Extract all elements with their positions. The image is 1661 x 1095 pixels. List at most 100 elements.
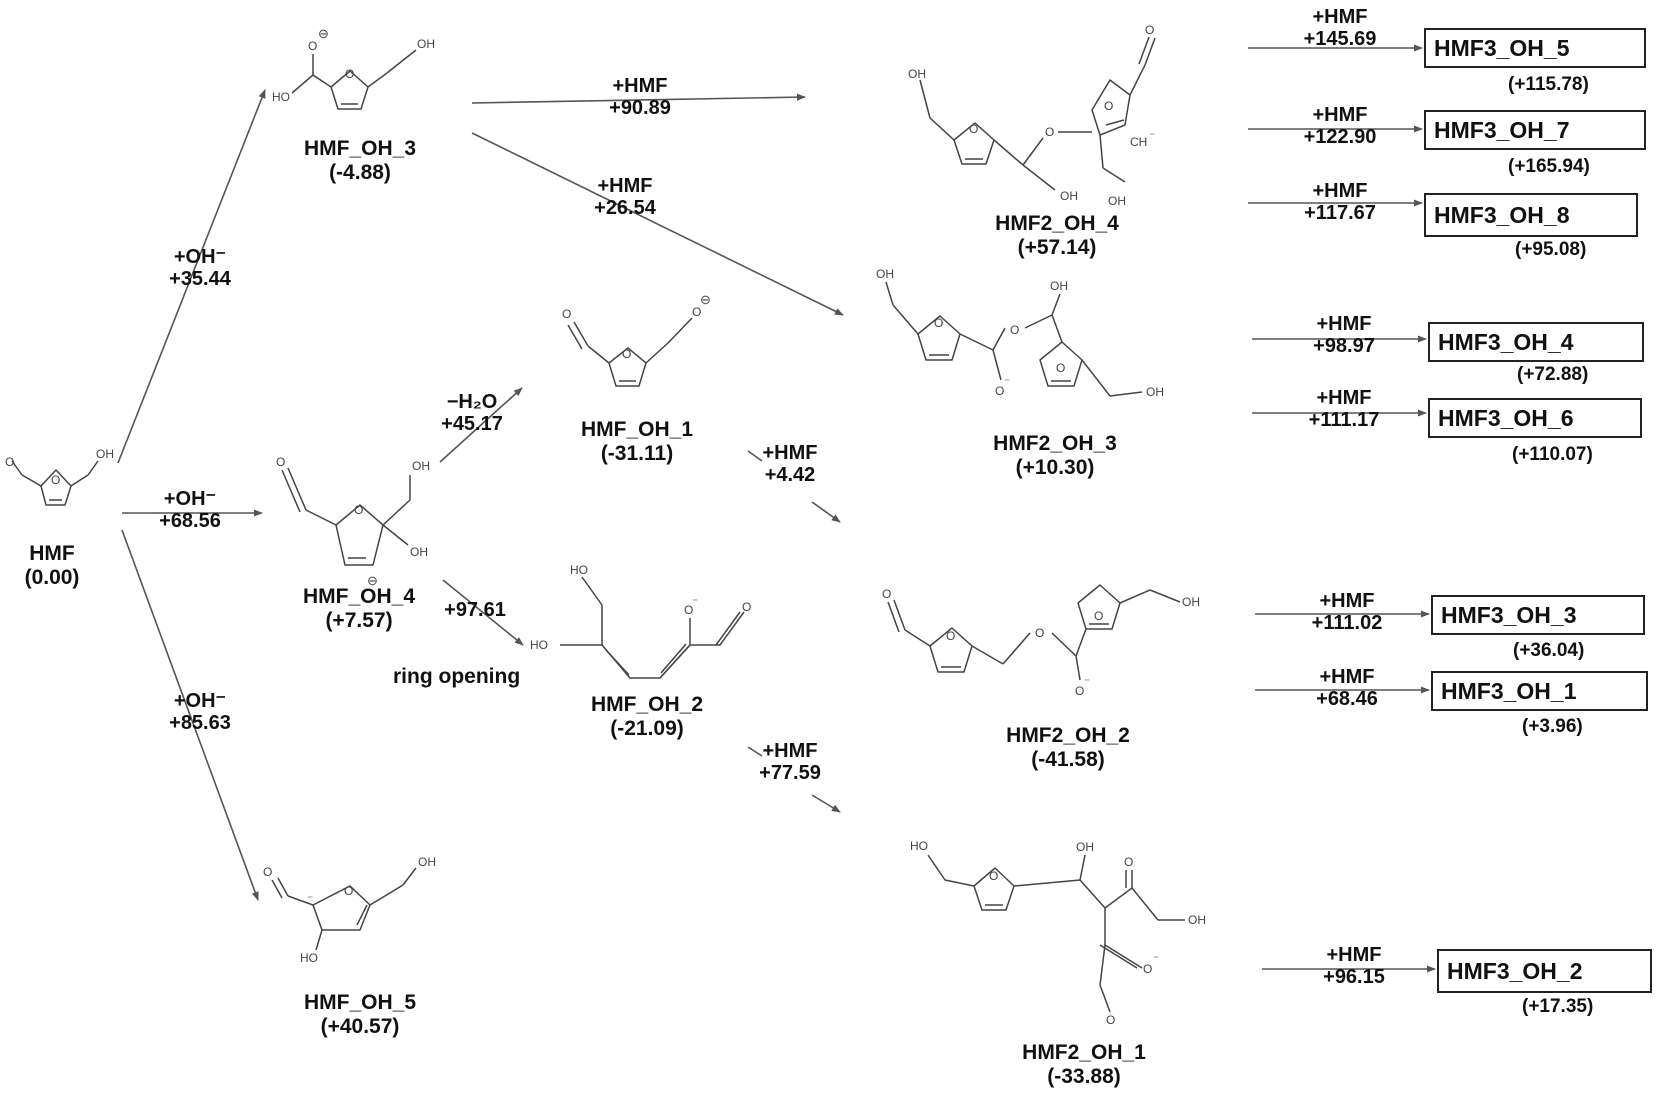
product-energy-2: (+165.94) [1508, 156, 1590, 177]
species-name: HMF_OH_4 [302, 585, 416, 608]
reaction-reagent: +HMF [1316, 313, 1372, 335]
product-energy-3: (+95.08) [1515, 239, 1587, 260]
product-energy-8: (+17.35) [1522, 996, 1594, 1017]
label-hmf2-oh-2: HMF2_OH_2 (-41.58) [1006, 724, 1130, 771]
reaction-energy: +117.67 [1304, 202, 1376, 225]
atom-oh: OH [417, 37, 435, 51]
molecule-hmf2-oh-3 [885, 281, 1143, 397]
reaction-reagent: +OH⁻ [173, 690, 227, 712]
arrow-oh3-to-2oh4 [471, 93, 806, 104]
atom-o: O [344, 884, 353, 898]
atom-ho: HO [272, 90, 290, 104]
label-hmf-oh-2: HMF_OH_2 (-21.09) [591, 693, 703, 740]
atom-o: O [345, 67, 354, 81]
species-name: HMF_OH_3 [303, 137, 417, 160]
reaction-hmf-to-oh3: +OH⁻ +35.44 [169, 246, 231, 291]
molecule-structures [11, 36, 1185, 1013]
reaction-energy: +111.02 [1311, 612, 1383, 635]
product-6-reaction: +HMF +111.02 [1312, 590, 1383, 635]
product-box-3: HMF3_OH_8 [1424, 193, 1638, 237]
reaction-hmf-to-oh4: +OH⁻ +68.56 [159, 488, 221, 533]
reaction-arrows [117, 44, 1436, 973]
reaction-energy: +145.69 [1303, 28, 1377, 51]
product-energy-5: (+110.07) [1512, 444, 1593, 465]
reaction-reagent: +HMF [1312, 180, 1368, 202]
species-energy: (+57.14) [1017, 235, 1097, 259]
reaction-oh2-to-2oh1: +HMF +77.59 [759, 740, 821, 785]
atom-o: O [989, 869, 998, 883]
molecule-hmf [11, 460, 99, 506]
molecule-hmf-oh-4 [281, 467, 411, 566]
species-energy: (+40.57) [320, 1014, 400, 1038]
label-hmf-oh-5: HMF_OH_5 (+40.57) [304, 991, 416, 1038]
species-energy: (-21.09) [610, 716, 684, 740]
atom-charge: ⁻ [692, 595, 698, 609]
atom-oh: OH [1076, 840, 1094, 854]
atom-ho: HO [910, 839, 928, 853]
atom-o: O [1045, 125, 1054, 139]
species-energy: (+7.57) [325, 608, 393, 632]
label-hmf: HMF (0.00) [25, 542, 80, 589]
reaction-energy: +98.97 [1313, 335, 1375, 358]
product-box-1: HMF3_OH_5 [1424, 28, 1646, 68]
atom-oh: OH [412, 459, 430, 473]
species-energy: (-33.88) [1047, 1064, 1121, 1088]
atom-oh: OH [410, 545, 428, 559]
species-name: HMF2_OH_4 [995, 212, 1119, 235]
atom-charge-circled: ⊖ [367, 573, 378, 588]
atom-ch: CH [1130, 135, 1147, 149]
reaction-energy: +90.89 [609, 97, 671, 120]
reaction-reagent: +HMF [1319, 666, 1375, 688]
product-box-6: HMF3_OH_3 [1431, 595, 1645, 635]
atom-o: O [1010, 323, 1019, 337]
arrow-oh2-to-2oh1-head [811, 794, 841, 813]
reaction-oh3-to-2oh3: +HMF +26.54 [594, 175, 656, 220]
reaction-reagent: +HMF [1326, 944, 1382, 966]
species-energy: (-41.58) [1031, 747, 1105, 771]
reaction-reagent: +OH⁻ [173, 246, 227, 268]
reaction-energy: +4.42 [764, 464, 816, 487]
molecule-hmf2-oh-4 [919, 36, 1156, 191]
reaction-reagent: +HMF [597, 175, 653, 197]
product-4-reaction: +HMF +98.97 [1313, 313, 1375, 358]
atom-o: O [946, 629, 955, 643]
arrow-oh1-to-2oh2-head [811, 501, 841, 523]
label-hmf-oh-4: HMF_OH_4 (+7.57) [303, 585, 415, 632]
reaction-reagent: +HMF [762, 740, 818, 762]
reaction-oh4-to-oh1: −H₂O +45.17 [441, 391, 503, 436]
reaction-hmf-to-oh5: +OH⁻ +85.63 [169, 690, 231, 735]
product-energy-1: (+115.78) [1508, 74, 1589, 95]
atom-o: O [934, 316, 943, 330]
reaction-energy: +77.59 [759, 762, 821, 785]
arrow-oh4-to-oh2 [442, 579, 524, 646]
reaction-energy: +68.46 [1316, 688, 1378, 711]
species-name: HMF_OH_1 [580, 418, 694, 441]
atom-o: O [276, 455, 285, 469]
atom-o: O [995, 384, 1004, 398]
product-energy-6: (+36.04) [1513, 640, 1585, 661]
product-7-reaction: +HMF +68.46 [1316, 666, 1378, 711]
atom-o: O [684, 603, 693, 617]
atom-ho: HO [300, 951, 318, 965]
reaction-reagent: +OH⁻ [163, 488, 217, 510]
reaction-energy: +85.63 [169, 712, 231, 735]
atom-o: O [308, 39, 317, 53]
atom-o: O [1124, 855, 1133, 869]
atom-o: O [969, 122, 978, 136]
atom-o: O [354, 503, 363, 517]
atom-oh: OH [1182, 595, 1200, 609]
reaction-oh1-to-2oh2: +HMF +4.42 [763, 442, 818, 487]
product-8-reaction: +HMF +96.15 [1323, 944, 1385, 989]
atom-charge: ⁻ [1153, 952, 1159, 966]
atom-oh: OH [1050, 279, 1068, 293]
species-name: HMF2_OH_1 [1022, 1041, 1146, 1064]
atom-o: O [742, 600, 751, 614]
reaction-reagent: −H₂O [446, 391, 498, 413]
reaction-reagent: +HMF [1319, 590, 1375, 612]
product-box-2: HMF3_OH_7 [1424, 110, 1646, 150]
atom-oh: OH [418, 855, 436, 869]
atom-o: O [263, 865, 272, 879]
reaction-reagent: +HMF [612, 75, 668, 97]
species-name: HMF_OH_5 [303, 991, 417, 1014]
